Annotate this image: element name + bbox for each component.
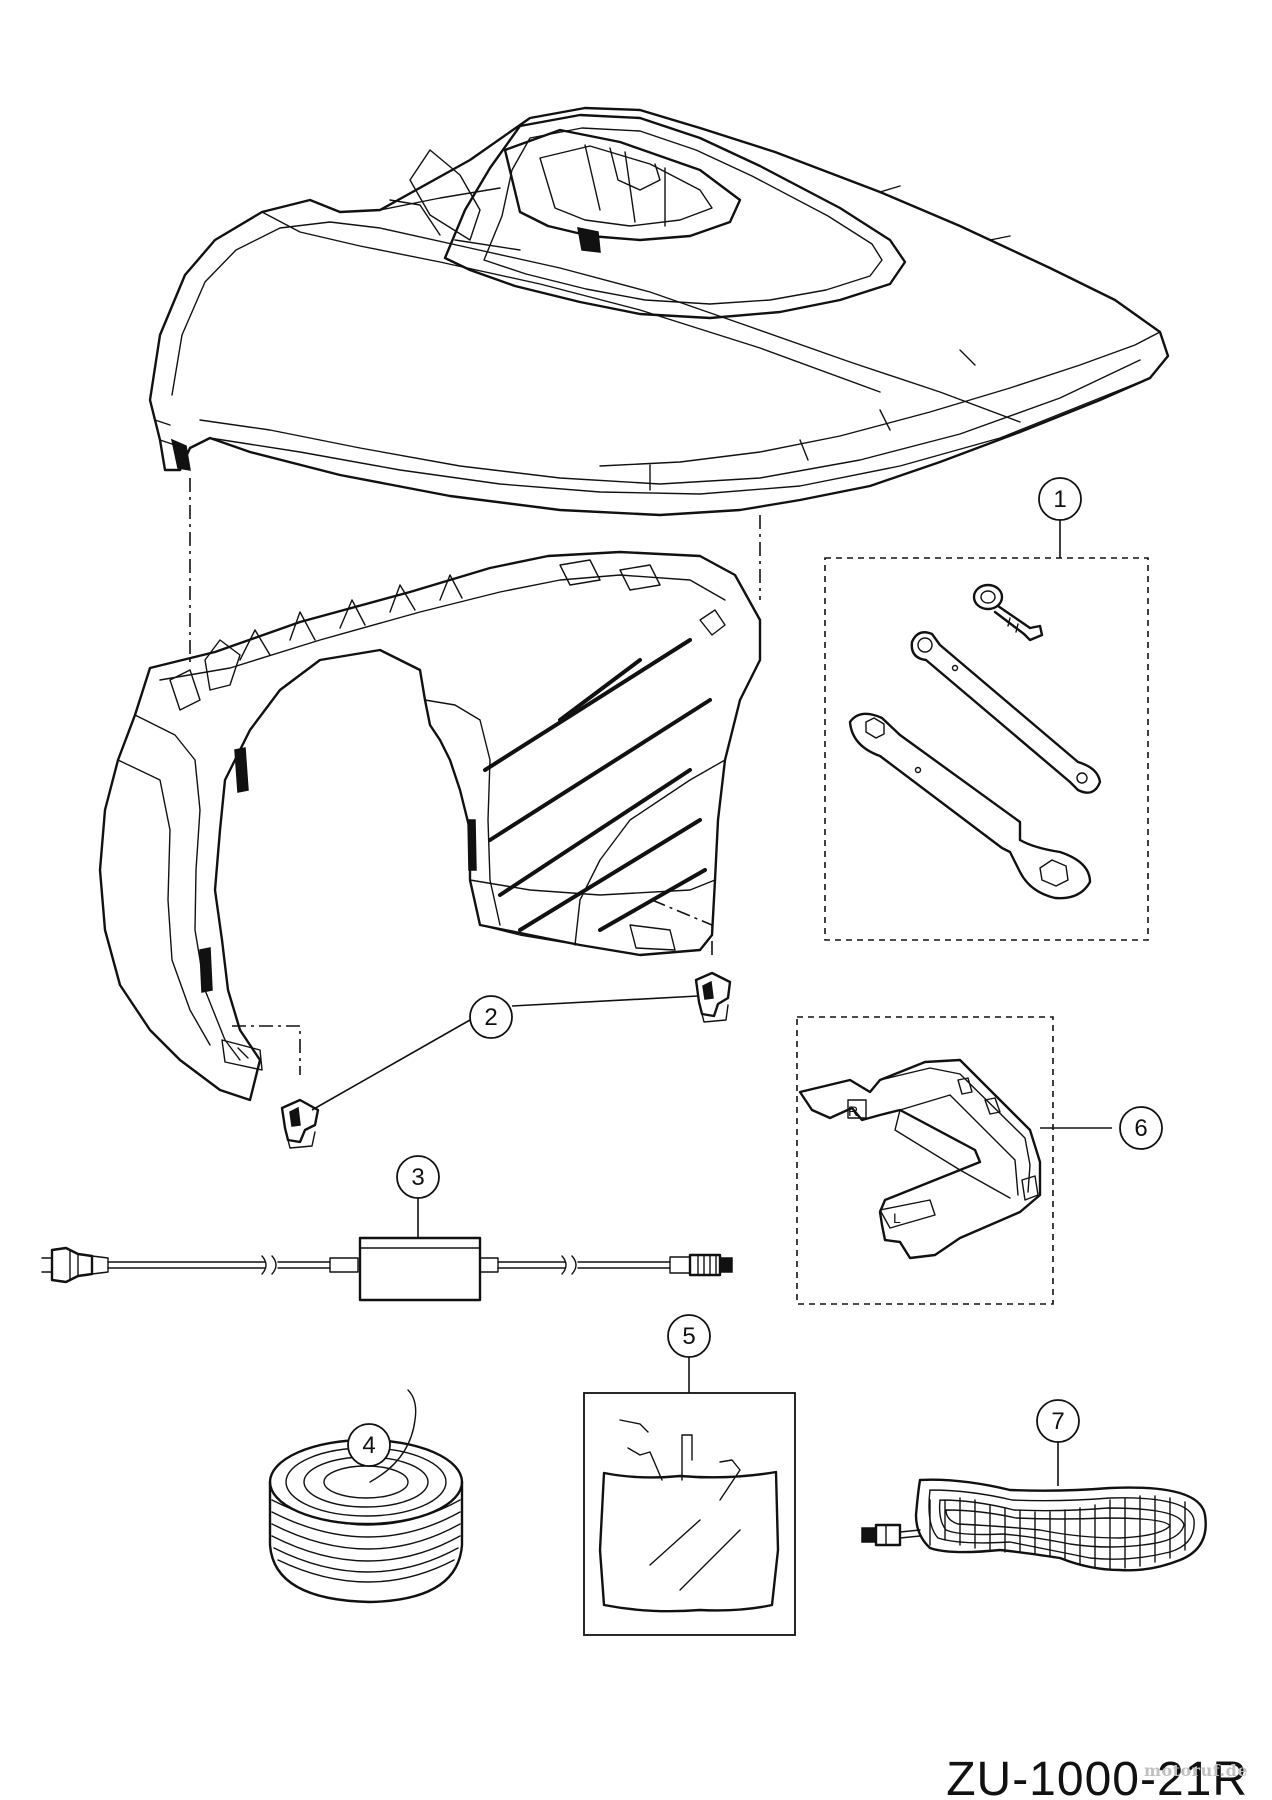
callout-7: 7 xyxy=(1036,1399,1080,1443)
part-box-5 xyxy=(583,1392,796,1636)
svg-text:1: 1 xyxy=(1053,486,1066,513)
leader-line-2b xyxy=(511,995,699,1007)
svg-text:3: 3 xyxy=(411,1164,424,1191)
boundary-wire-coil xyxy=(268,1389,464,1604)
svg-text:2: 2 xyxy=(484,1004,497,1031)
svg-text:R: R xyxy=(848,1103,858,1119)
callout-2: 2 xyxy=(469,995,513,1039)
part-box-1 xyxy=(824,557,1149,941)
pegs-bag xyxy=(598,1419,780,1613)
document-number: ZU-1000-21R xyxy=(946,1756,1248,1800)
leader-line-2 xyxy=(311,1019,471,1111)
power-supply-cable xyxy=(41,1236,733,1302)
top-cover-shell xyxy=(148,106,1170,517)
callout-4: 4 xyxy=(347,1423,391,1467)
callout-5: 5 xyxy=(667,1314,711,1358)
callout-6: 6 xyxy=(1119,1106,1163,1150)
watermark-logo: motoruf.de xyxy=(1144,1761,1248,1780)
docking-base-plate: R L xyxy=(798,1058,1042,1260)
assembly-line xyxy=(232,1025,301,1075)
svg-text:4: 4 xyxy=(362,1432,375,1459)
svg-text:L: L xyxy=(893,1210,901,1226)
svg-text:6: 6 xyxy=(1134,1115,1147,1142)
lower-chassis-frame xyxy=(98,550,762,1102)
svg-text:5: 5 xyxy=(682,1323,695,1350)
part-box-6 xyxy=(796,1016,1054,1305)
callout-3: 3 xyxy=(396,1155,440,1199)
key-and-wrench-set xyxy=(848,583,1102,900)
mounting-clips xyxy=(280,971,732,1149)
extension-cable-coil xyxy=(861,1478,1207,1572)
callout-1: 1 xyxy=(1038,477,1082,521)
svg-text:7: 7 xyxy=(1051,1408,1064,1435)
